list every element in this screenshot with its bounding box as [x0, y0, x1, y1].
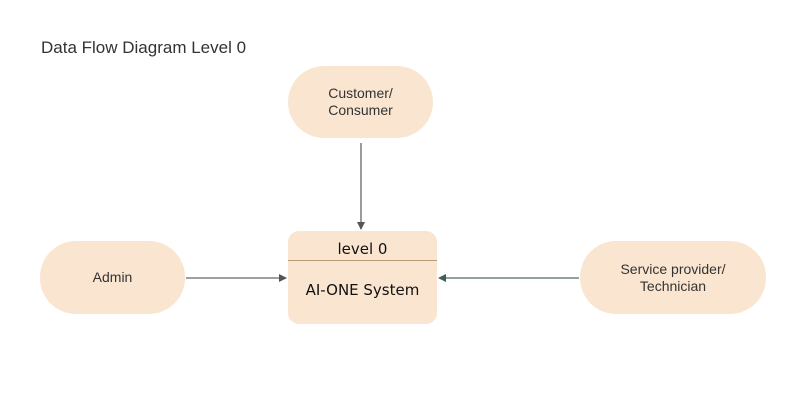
- process-divider: [288, 260, 437, 261]
- entity-provider-label: Service provider/ Technician: [620, 260, 726, 294]
- entity-admin-label: Admin: [92, 269, 133, 285]
- process-name-label: AI-ONE System: [305, 281, 420, 299]
- entity-customer-label: Customer/ Consumer: [328, 85, 393, 118]
- process-ai-one-system[interactable]: level 0 AI-ONE System: [288, 231, 437, 324]
- entity-admin[interactable]: Admin: [40, 241, 185, 314]
- process-level-label: level 0: [337, 240, 388, 258]
- diagram-title: Data Flow Diagram Level 0: [41, 38, 247, 57]
- entity-customer-consumer[interactable]: Customer/ Consumer: [288, 66, 433, 138]
- entity-service-provider[interactable]: Service provider/ Technician: [580, 241, 766, 314]
